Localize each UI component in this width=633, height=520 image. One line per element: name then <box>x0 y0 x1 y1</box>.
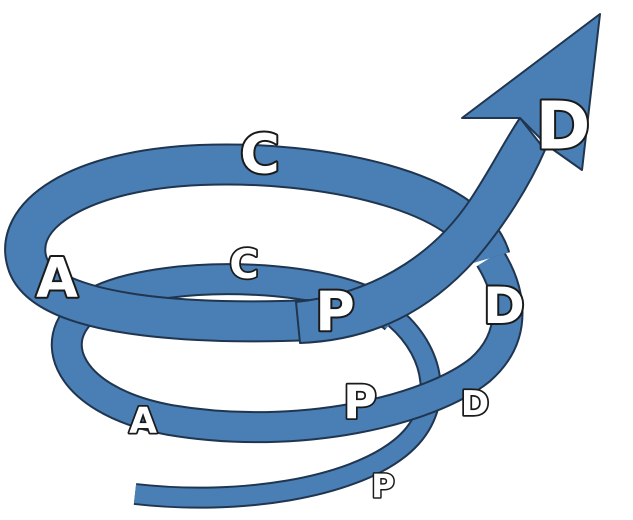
label-mid-d: D <box>461 384 489 424</box>
middle-coil-fill <box>52 250 522 442</box>
arrow-shaft-shape <box>295 117 546 344</box>
label-top-a: A <box>36 247 78 310</box>
lower-coil <box>133 309 442 509</box>
arrow-head-shape <box>461 13 601 171</box>
arrow-shaft <box>295 117 546 344</box>
label-bot-p: P <box>371 467 394 505</box>
label-mid-p: P <box>343 375 377 429</box>
label-top-d: D <box>483 277 525 335</box>
arrow-head <box>461 13 601 171</box>
upper-coil-fill <box>6 145 509 341</box>
middle-coil <box>50 249 524 444</box>
label-top-p: P <box>315 281 355 344</box>
label-top-c: C <box>240 123 280 186</box>
lower-coil-fill <box>133 311 440 507</box>
label-arrow-d: D <box>536 88 591 165</box>
upper-coil <box>4 143 511 343</box>
label-mid-a: A <box>129 401 157 442</box>
label-mid-c: C <box>229 242 258 288</box>
